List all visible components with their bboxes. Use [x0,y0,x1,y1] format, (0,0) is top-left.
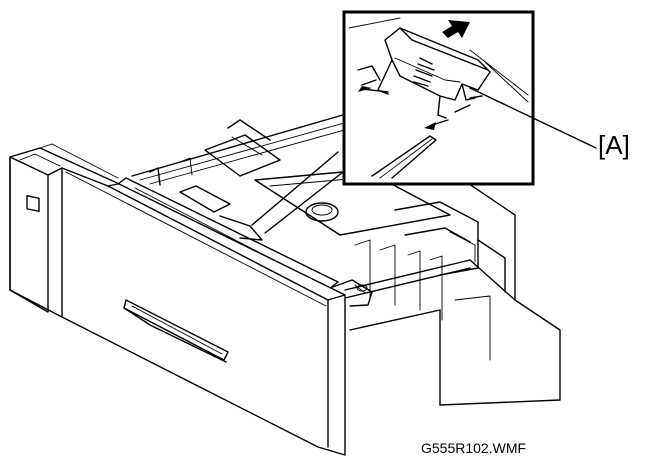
figure-file-name: G555R102.WMF [421,440,527,456]
callout-leader-a [469,87,597,149]
inset-leader-line [251,151,339,226]
paper-tray-interior [131,109,561,406]
arrow-up-icon [442,20,470,38]
inset-leader-line-2 [264,164,353,234]
detail-inset [342,10,535,186]
tray-front-panel [9,143,346,456]
callout-label-a: [A] [598,130,630,160]
